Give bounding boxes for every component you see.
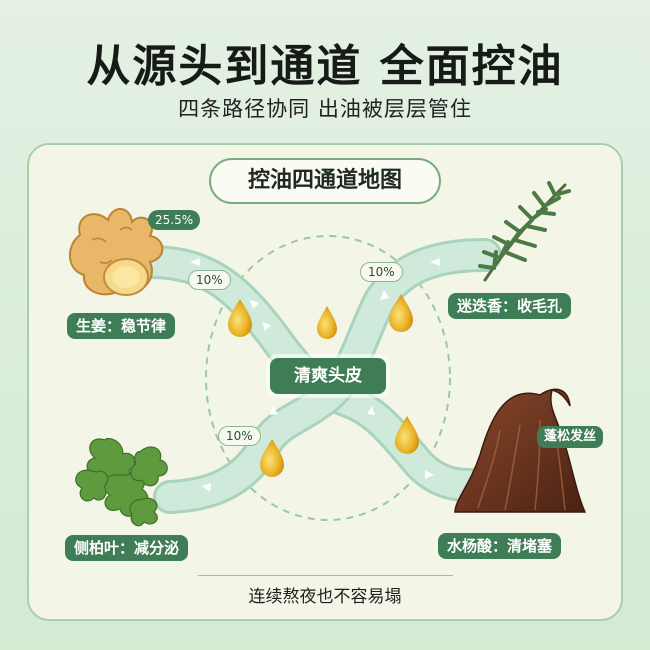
hair-tag: 蓬松发丝 bbox=[537, 426, 604, 448]
arrow-icon bbox=[202, 483, 211, 492]
salicylic-label: 水杨酸：清堵塞 bbox=[438, 533, 562, 559]
hair-illustration bbox=[454, 388, 587, 513]
arrow-icon bbox=[190, 258, 200, 266]
footer-divider bbox=[198, 575, 453, 576]
arrow-icon bbox=[250, 300, 259, 309]
arrow-icon bbox=[380, 290, 389, 300]
arrow-icon bbox=[270, 406, 278, 415]
oil-drop-icon bbox=[395, 416, 419, 454]
arborvitae-illustration bbox=[75, 437, 168, 527]
rosemary-illustration bbox=[478, 181, 571, 282]
map-title: 控油四通道地图 bbox=[209, 158, 441, 204]
arrow-icon bbox=[367, 406, 375, 415]
arborvitae-label: 侧柏叶：减分泌 bbox=[65, 535, 189, 561]
page-title: 从源头到通道 全面控油 bbox=[86, 41, 564, 92]
page-subtitle: 四条路径协同 出油被层层管住 bbox=[178, 97, 472, 121]
oil-drop-icon bbox=[260, 439, 284, 477]
ginger-percent-badge: 25.5% bbox=[148, 210, 201, 230]
arrow-icon bbox=[425, 470, 434, 479]
flow-arrows bbox=[190, 258, 440, 492]
oil-drop-icon bbox=[228, 299, 252, 337]
oil-drops bbox=[228, 294, 419, 477]
center-label: 清爽头皮 bbox=[270, 358, 386, 394]
rosemary-channel-percent: 10% bbox=[360, 262, 403, 282]
ginger-channel-percent: 10% bbox=[188, 270, 231, 290]
dashed-oval bbox=[205, 235, 451, 521]
arrow-icon bbox=[262, 322, 271, 331]
rosemary-label: 迷迭香：收毛孔 bbox=[448, 293, 572, 319]
oil-drop-icon bbox=[389, 294, 413, 332]
arrow-icon bbox=[430, 258, 440, 266]
oil-drop-icon bbox=[317, 306, 337, 339]
ginger-label: 生姜：稳节律 bbox=[67, 313, 176, 339]
arborvitae-channel-percent: 10% bbox=[218, 426, 261, 446]
ginger-illustration bbox=[69, 208, 164, 296]
footer-text: 连续熬夜也不容易塌 bbox=[248, 587, 402, 607]
